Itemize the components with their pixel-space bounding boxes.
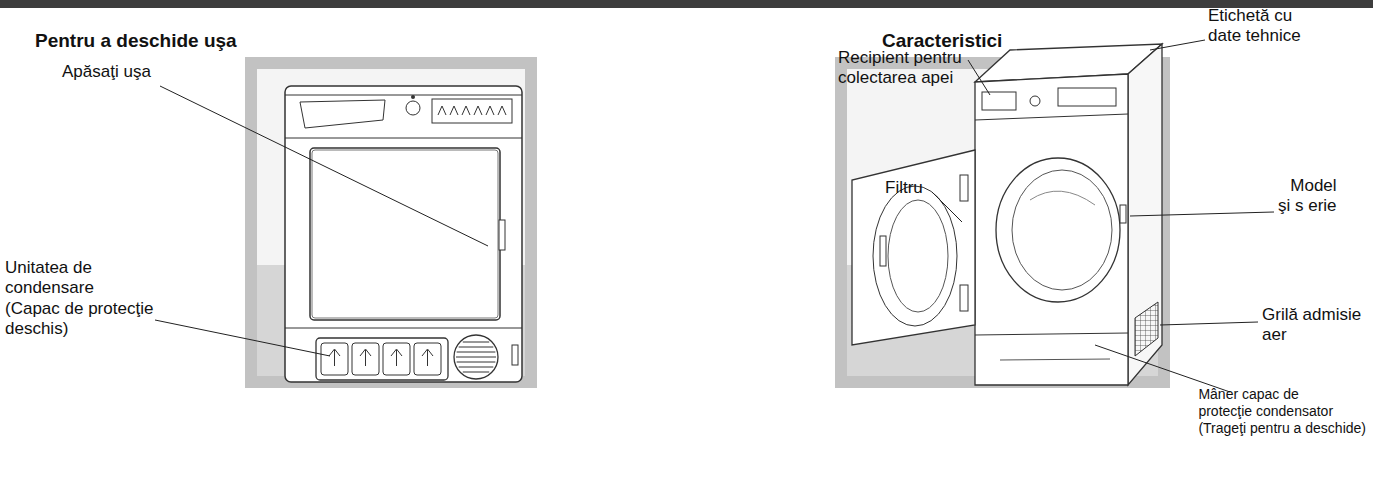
part-label: Recipient pentru colectarea apei	[838, 48, 962, 89]
part-label: Unitatea de condensare (Capac de protecţ…	[5, 258, 153, 340]
top-bar	[0, 0, 1373, 8]
part-label: Mâner capac de protecţie condensator (Tr…	[1198, 386, 1366, 436]
part-label: Model şi s erie	[1278, 176, 1337, 217]
part-label: Etichetă cu date tehnice	[1208, 6, 1301, 47]
section-heading: Pentru a deschide uşa	[35, 30, 237, 53]
part-label: Grilă admisie aer	[1262, 305, 1361, 346]
part-label: Apăsaţi uşa	[62, 62, 151, 82]
front-view	[245, 57, 537, 388]
leader-lines	[155, 40, 1274, 392]
part-label: Filtru	[885, 178, 923, 198]
perspective-view	[835, 44, 1170, 388]
